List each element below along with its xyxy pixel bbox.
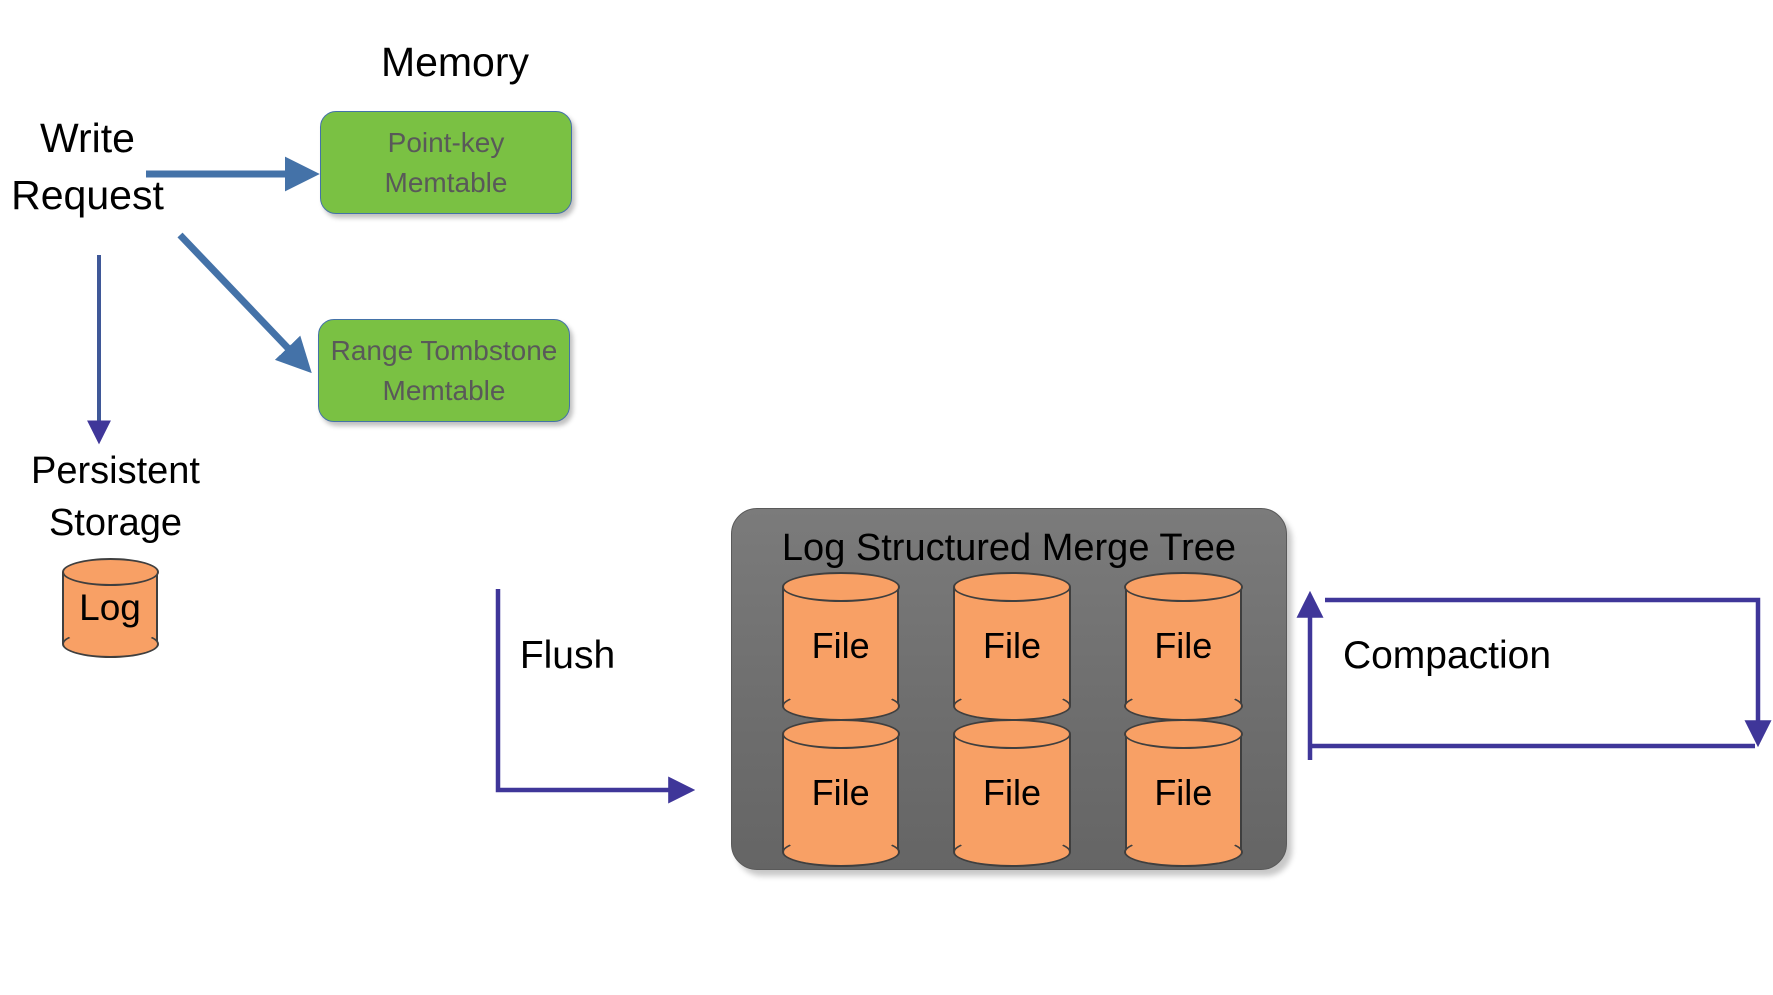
file-cylinder-top-cap <box>952 718 1072 749</box>
arrow-write-to-range-tombstone <box>177 232 312 374</box>
log-cylinder[interactable]: Log <box>61 558 159 658</box>
file-cylinder-label: File <box>1154 625 1213 667</box>
persistent-storage-line2: Storage <box>48 501 183 544</box>
file-cylinder-bottom-cap <box>952 690 1072 721</box>
file-cylinder-top-cap <box>1124 718 1243 749</box>
point-key-memtable-line2: Memtable <box>384 166 508 198</box>
file-cylinder-label: File <box>811 625 870 667</box>
file-cylinder[interactable]: File <box>781 718 900 867</box>
point-key-memtable-line1: Point-key <box>387 126 505 158</box>
file-cylinder-label: File <box>1154 771 1213 813</box>
log-cylinder-top-cap <box>61 558 159 586</box>
lsm-file-grid: File File File File File <box>781 572 1243 867</box>
range-tombstone-memtable-line1: Range Tombstone <box>330 334 558 366</box>
point-key-memtable-text: Point-key Memtable <box>385 123 508 203</box>
file-cylinder-label: File <box>811 771 870 813</box>
file-cylinder-top-cap <box>781 572 900 602</box>
file-cylinder-top-cap <box>781 718 900 749</box>
write-request-line1: Write <box>40 115 135 161</box>
memory-label: Memory <box>380 39 530 85</box>
file-cylinder[interactable]: File <box>952 572 1072 721</box>
compaction-label: Compaction <box>1342 634 1552 677</box>
persistent-storage-line1: Persistent <box>31 450 200 492</box>
range-tombstone-memtable-text: Range Tombstone Memtable <box>331 331 558 411</box>
lsm-tree-container[interactable]: Log Structured Merge Tree File File File <box>731 508 1287 870</box>
file-cylinder-bottom-cap <box>781 690 900 721</box>
log-cylinder-label: Log <box>79 587 141 628</box>
point-key-memtable-box[interactable]: Point-key Memtable <box>320 111 572 214</box>
file-cylinder-top-cap <box>952 572 1072 602</box>
file-cylinder-label: File <box>982 771 1041 813</box>
file-cylinder-bottom-cap <box>1124 690 1243 721</box>
file-cylinder-bottom-cap <box>781 837 900 867</box>
flush-label: Flush <box>519 634 616 677</box>
file-cylinder-top-cap <box>1124 572 1243 602</box>
persistent-storage-label: Persistent Storage <box>8 446 223 549</box>
range-tombstone-memtable-box[interactable]: Range Tombstone Memtable <box>318 319 570 422</box>
write-request-line2: Request <box>11 171 164 218</box>
file-cylinder[interactable]: File <box>1124 718 1243 867</box>
file-cylinder[interactable]: File <box>781 572 900 721</box>
arrow-flush <box>495 589 696 804</box>
file-cylinder-bottom-cap <box>1124 837 1243 867</box>
lsm-tree-title: Log Structured Merge Tree <box>781 527 1237 569</box>
write-request-label: Write Request <box>0 110 175 223</box>
range-tombstone-memtable-line2: Memtable <box>382 374 506 406</box>
log-cylinder-bottom-cap <box>61 630 159 658</box>
file-cylinder[interactable]: File <box>1124 572 1243 721</box>
file-cylinder-bottom-cap <box>952 837 1072 867</box>
file-cylinder[interactable]: File <box>952 718 1072 867</box>
file-cylinder-label: File <box>982 625 1041 667</box>
